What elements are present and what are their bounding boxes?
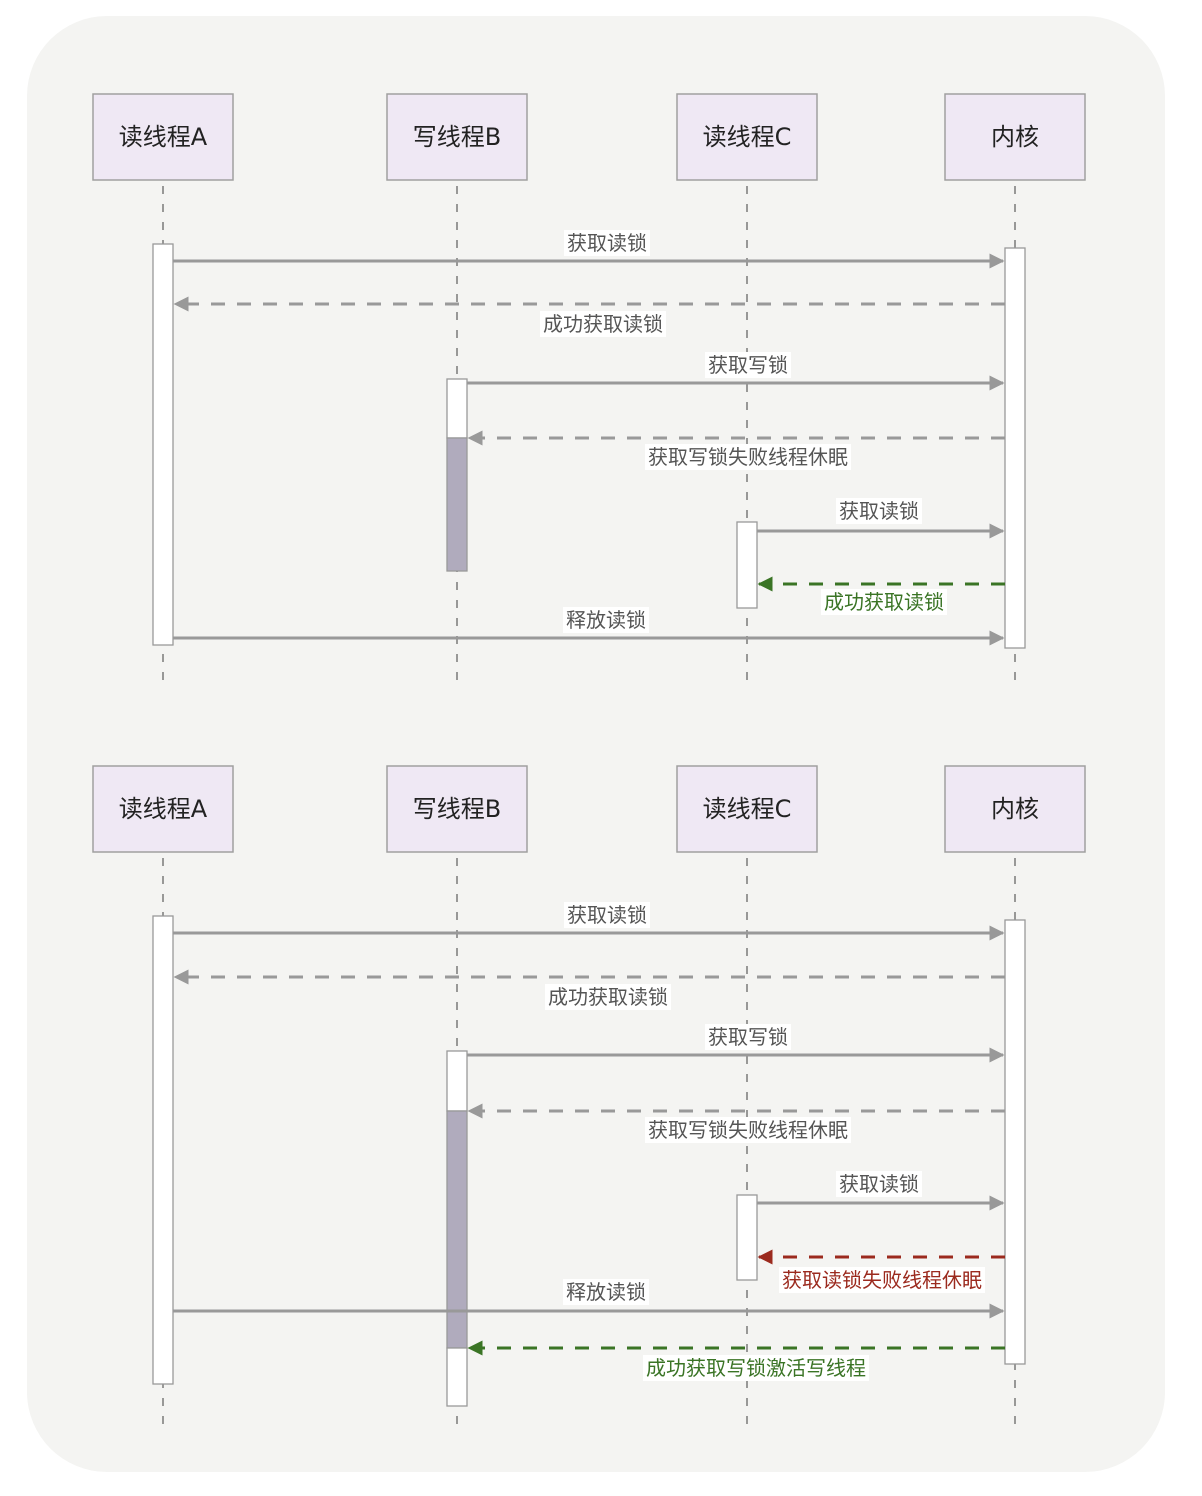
message-label-bg — [705, 352, 791, 378]
message-label: 获取读锁 — [567, 231, 647, 255]
actor: 读线程C — [676, 765, 818, 1432]
message: 获取写锁 — [467, 1024, 1005, 1063]
message: 获取读锁 — [173, 230, 1005, 269]
message: 获取读锁 — [757, 498, 1005, 539]
message-label: 获取读锁失败线程休眠 — [782, 1268, 982, 1292]
actor-label: 内核 — [991, 123, 1039, 151]
message-label: 成功获取读锁 — [548, 985, 668, 1009]
message-label-bg — [836, 498, 922, 524]
activation-bar — [736, 1194, 758, 1281]
message-label: 获取写锁失败线程休眠 — [648, 1118, 848, 1142]
message: 获取读锁 — [173, 902, 1005, 941]
activation-bar — [446, 378, 468, 439]
actor-label: 内核 — [991, 795, 1039, 823]
message: 成功获取写锁激活写线程 — [467, 1340, 1005, 1381]
message-label-bg — [836, 1171, 922, 1197]
diagram-canvas — [27, 16, 1165, 1472]
message: 成功获取读锁 — [173, 969, 1005, 1010]
actor-box — [386, 93, 528, 181]
activation-bar — [1004, 919, 1026, 1365]
actor-label: 写线程B — [413, 795, 501, 823]
message-label: 成功获取读锁 — [543, 312, 663, 336]
actor: 内核 — [944, 93, 1086, 690]
activation-bar — [736, 521, 758, 609]
message-label: 获取读锁 — [839, 499, 919, 523]
activation-bar — [446, 1050, 468, 1112]
message-label-bg — [821, 589, 947, 615]
message-label-bg — [545, 984, 671, 1010]
activation-bar — [152, 915, 174, 1385]
message-label-bg — [564, 230, 650, 256]
message-label-bg — [563, 607, 649, 633]
message-label: 释放读锁 — [566, 1280, 646, 1304]
message: 获取读锁失败线程休眠 — [757, 1249, 1005, 1293]
message: 获取读锁 — [757, 1171, 1005, 1211]
actor: 写线程B — [386, 765, 528, 1432]
actor-label: 写线程B — [413, 123, 501, 151]
actor-label: 读线程A — [119, 795, 208, 823]
message: 获取写锁失败线程休眠 — [467, 1103, 1005, 1143]
message-label-bg — [645, 444, 851, 470]
actor: 读线程A — [92, 93, 234, 690]
actor: 读线程A — [92, 765, 234, 1432]
message-label: 释放读锁 — [566, 608, 646, 632]
message-label-bg — [643, 1355, 869, 1381]
activation-bar — [152, 243, 174, 646]
message-label: 获取写锁 — [708, 1025, 788, 1049]
actor-box — [92, 93, 234, 181]
message-label-bg — [540, 311, 666, 337]
message: 释放读锁 — [173, 1279, 1005, 1319]
message-label-bg — [563, 1279, 649, 1305]
actor: 内核 — [944, 765, 1086, 1432]
message: 获取写锁失败线程休眠 — [467, 430, 1005, 470]
message: 释放读锁 — [173, 607, 1005, 646]
actor-label: 读线程A — [119, 123, 208, 151]
actor-box — [92, 765, 234, 853]
actor-box — [944, 93, 1086, 181]
sleep-bar — [446, 437, 468, 572]
actor: 读线程C — [676, 93, 818, 690]
actor-box — [676, 765, 818, 853]
actor-label: 读线程C — [703, 795, 792, 823]
message-label-bg — [705, 1024, 791, 1050]
message: 成功获取读锁 — [757, 576, 1005, 615]
message-label: 获取读锁 — [567, 903, 647, 927]
actor-box — [944, 765, 1086, 853]
message-label: 获取写锁 — [708, 353, 788, 377]
actor-box — [676, 93, 818, 181]
activation-bar — [1004, 247, 1026, 649]
activation-bar — [446, 1347, 468, 1407]
message: 获取写锁 — [467, 352, 1005, 391]
message-label: 成功获取读锁 — [824, 590, 944, 614]
message-label-bg — [564, 902, 650, 928]
message-label: 成功获取写锁激活写线程 — [646, 1356, 866, 1380]
message-label: 获取写锁失败线程休眠 — [648, 445, 848, 469]
actor-label: 读线程C — [703, 123, 792, 151]
actor-box — [386, 765, 528, 853]
message-label: 获取读锁 — [839, 1172, 919, 1196]
message-label-bg — [645, 1117, 851, 1143]
message-label-bg — [779, 1267, 985, 1293]
message: 成功获取读锁 — [173, 296, 1005, 337]
